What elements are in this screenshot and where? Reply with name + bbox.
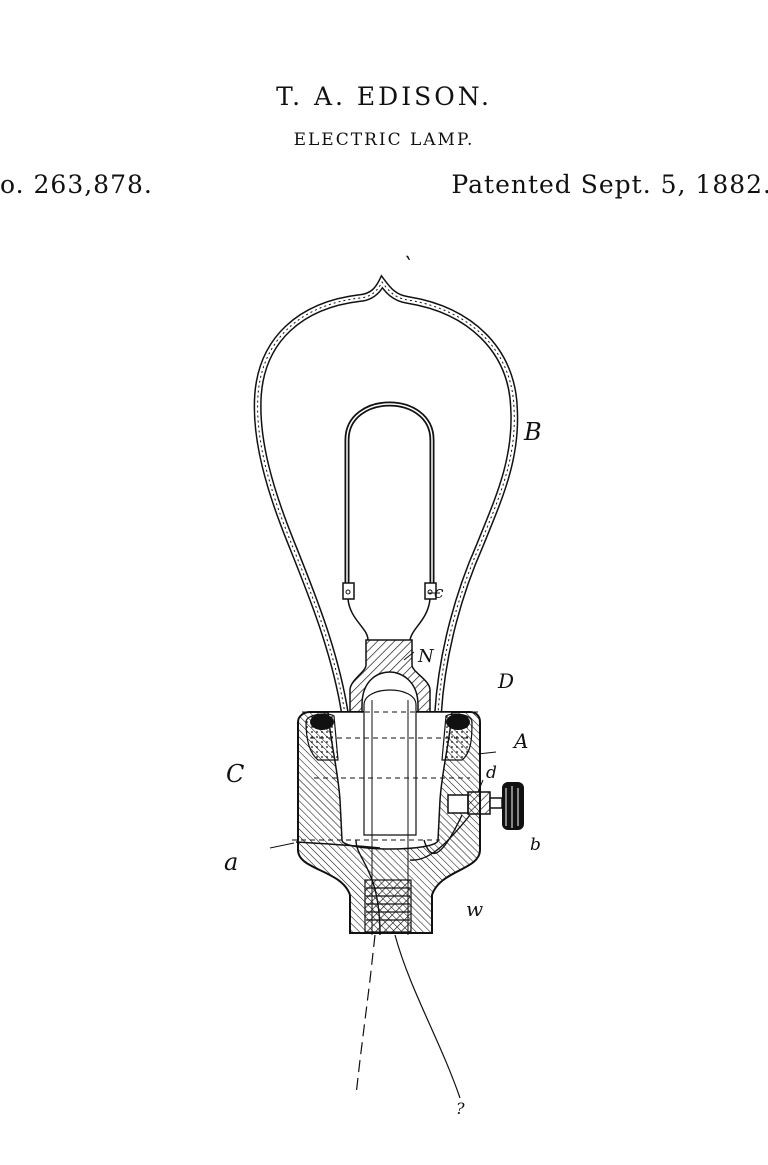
invention-title: ELECTRIC LAMP. [293, 130, 475, 150]
label-w-base: w [466, 897, 483, 921]
label-tip: ˋ [402, 255, 413, 280]
filament-clamp-right [424, 582, 437, 600]
label-d-lower: d [486, 763, 497, 783]
filament-clamp-left [342, 582, 355, 600]
label-c-left: C [226, 760, 244, 788]
label-wire-end: ? [456, 1099, 465, 1118]
label-a-right: A [512, 729, 528, 753]
inventor-name: T. A. EDISON. [276, 82, 492, 111]
label-neck: N [417, 646, 435, 667]
label-a-left: a [224, 848, 238, 876]
patent-number: o. 263,878. [0, 170, 153, 199]
binding-screw [447, 782, 524, 830]
label-b-screw: b [530, 835, 541, 855]
label-clamp: c [434, 583, 444, 603]
label-d-upper: D [497, 669, 514, 693]
label-bulb: B [523, 418, 542, 446]
glass-bulb [253, 274, 519, 715]
carbon-filament [344, 401, 435, 588]
patent-date: Patented Sept. 5, 1882. [451, 170, 768, 199]
